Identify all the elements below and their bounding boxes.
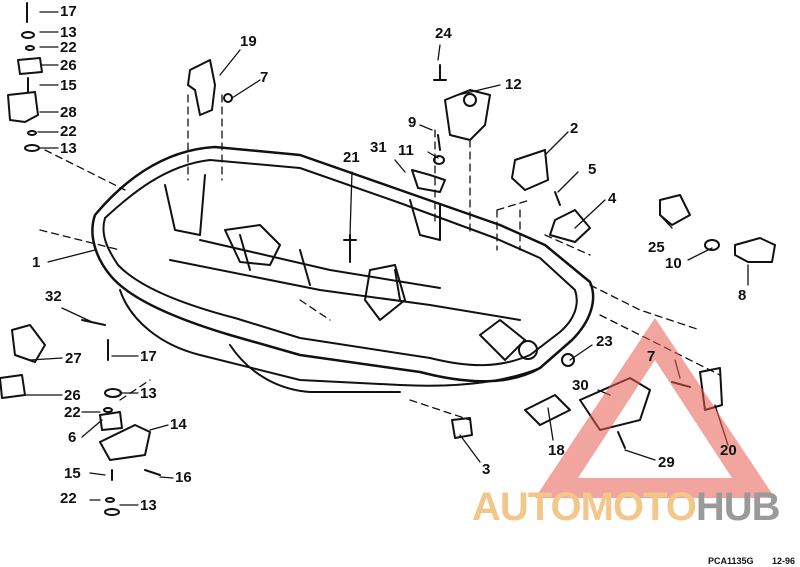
callout-9: 9 [408, 114, 417, 131]
callout-31: 31 [370, 139, 387, 156]
bracket-28 [7, 91, 39, 123]
bracket-19 [187, 59, 216, 116]
callout-17-top: 17 [60, 3, 77, 20]
callout-22-low1: 22 [64, 404, 81, 421]
callout-22-low2: 22 [60, 490, 77, 507]
callout-28: 28 [60, 104, 77, 121]
screw-16 [144, 469, 161, 476]
screw-32 [81, 319, 106, 326]
bolt-24 [433, 64, 447, 81]
callout-1: 1 [32, 254, 41, 271]
watermark-part-auto: AUTO [472, 485, 582, 529]
callout-13-low2: 13 [140, 497, 157, 514]
callout-30: 30 [572, 377, 589, 394]
callout-22-mid: 22 [60, 123, 77, 140]
callout-21: 21 [343, 149, 360, 166]
cowl-floor [169, 234, 521, 321]
callout-8: 8 [738, 287, 747, 304]
bracket-14 [99, 424, 151, 461]
grommet-25 [659, 194, 691, 226]
callout-23: 23 [596, 333, 613, 350]
callout-2: 2 [570, 120, 579, 137]
screw-29 [617, 431, 626, 449]
callout-10: 10 [665, 255, 682, 272]
screw-7-top [223, 93, 233, 103]
callout-14: 14 [170, 416, 187, 433]
callout-18: 18 [548, 442, 565, 459]
inner-rib-4 [409, 199, 441, 241]
callout-17-low: 17 [140, 348, 157, 365]
inner-rib-1 [164, 174, 206, 236]
callout-13-top: 13 [60, 24, 77, 41]
callout-13-mid: 13 [60, 140, 77, 157]
figure-date: 12-96 [772, 556, 796, 566]
washer-13-top [21, 31, 35, 39]
callout-22-top: 22 [60, 39, 77, 56]
callout-7-top: 7 [260, 69, 269, 86]
figure-code: PCA1135G [708, 556, 754, 566]
watermark-part-hub: HUB [695, 485, 781, 529]
bracket-12 [444, 89, 491, 141]
grommet-3 [451, 417, 473, 439]
mount-26-low [0, 374, 26, 399]
callout-27: 27 [65, 350, 82, 367]
latch-2 [511, 149, 549, 191]
mount-26-top [17, 57, 43, 75]
screw-9 [437, 134, 441, 151]
callout-7-right: 7 [647, 348, 656, 365]
callout-6: 6 [68, 429, 77, 446]
callout-19: 19 [240, 33, 257, 50]
callout-26-low: 26 [64, 387, 81, 404]
inner-rib-2 [224, 224, 281, 266]
cowl-skirt [229, 344, 401, 393]
cowl-lower-body [119, 289, 541, 387]
callout-16: 16 [175, 469, 192, 486]
grommet-18 [524, 394, 571, 426]
mount-6 [99, 411, 123, 431]
inner-rib-5 [479, 319, 526, 361]
callout-25: 25 [648, 239, 665, 256]
callout-4: 4 [608, 190, 617, 207]
watermark-part-moto: MOTO [580, 485, 697, 529]
lower-cowl-outline [91, 145, 595, 383]
washer-13-mid [24, 144, 40, 152]
callout-20: 20 [720, 442, 737, 459]
callout-15-low: 15 [64, 465, 81, 482]
leader-lines [23, 11, 749, 506]
inner-rib-3 [364, 264, 406, 321]
watermark-logo: AUTOMOTOHUB [472, 485, 781, 530]
callout-13-low1: 13 [140, 385, 157, 402]
fitting-8 [734, 237, 776, 263]
callout-24: 24 [435, 25, 452, 42]
bolt-21 [343, 234, 357, 263]
callout-5: 5 [588, 161, 597, 178]
screw-5 [554, 191, 561, 206]
watermark-triangle [535, 318, 775, 498]
callout-26-top: 26 [60, 57, 77, 74]
washer-13-low [104, 508, 120, 516]
callout-29: 29 [658, 454, 675, 471]
drain-hole [518, 340, 538, 360]
callout-3: 3 [482, 461, 491, 478]
grommet-23-shape [561, 353, 575, 367]
latch-4 [549, 209, 591, 243]
callout-11: 11 [398, 142, 414, 159]
callout-12: 12 [505, 76, 522, 93]
washer-10 [704, 239, 720, 251]
clamp-31 [411, 169, 446, 193]
cowl-rim-inner [102, 159, 578, 367]
callout-32: 32 [45, 288, 62, 305]
callout-15-top: 15 [60, 77, 77, 94]
bracket-27 [11, 324, 46, 363]
